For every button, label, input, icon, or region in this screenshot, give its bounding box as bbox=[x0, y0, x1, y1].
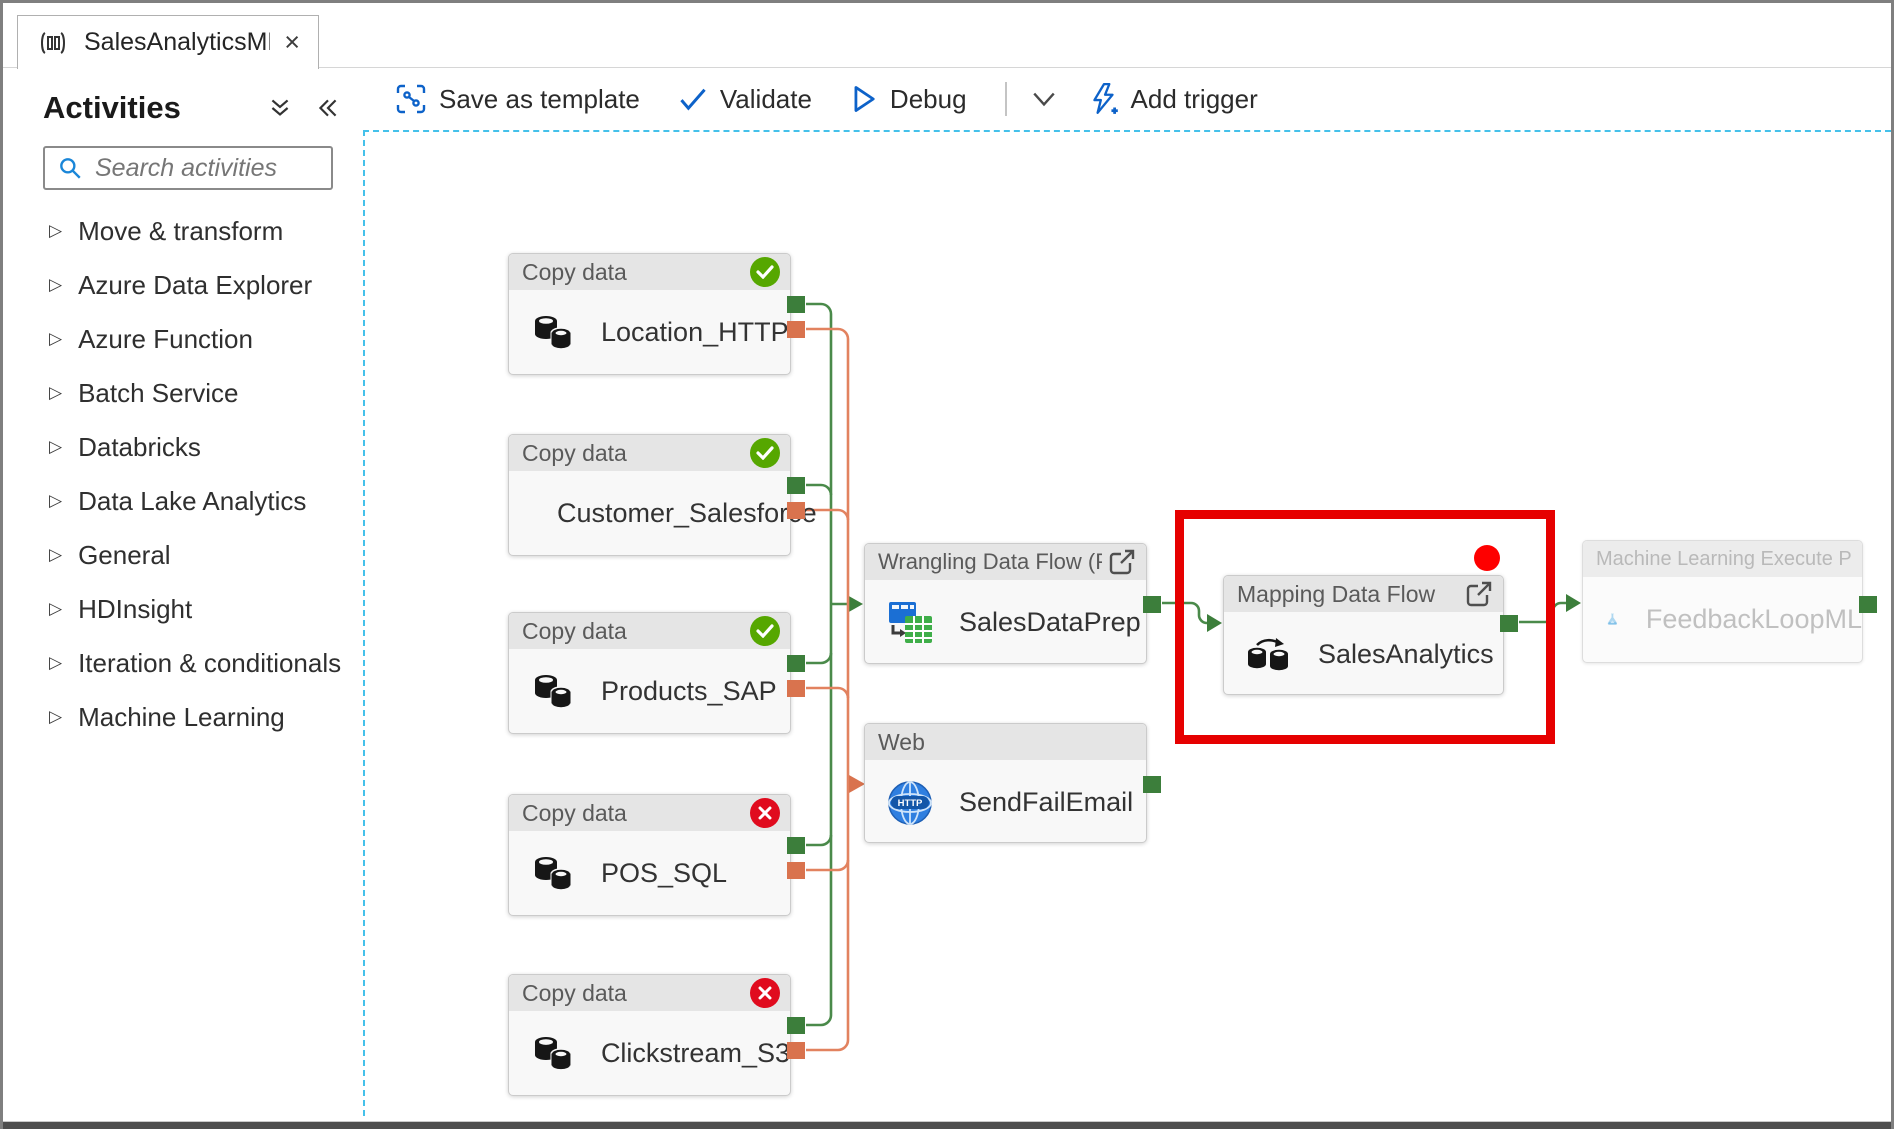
sidebar-item-azure-function[interactable]: ▷ Azure Function bbox=[49, 323, 253, 354]
collapse-all-icon[interactable] bbox=[267, 95, 293, 121]
svg-text:HTTP: HTTP bbox=[898, 798, 923, 809]
validate-check-icon bbox=[680, 88, 706, 111]
failed-status-icon bbox=[750, 798, 780, 828]
sidebar-item-hdinsight[interactable]: ▷ HDInsight bbox=[49, 593, 193, 624]
pipeline-toolbar: Save as template Validate Debug bbox=[363, 68, 1891, 130]
expander-caret-icon: ▷ bbox=[49, 383, 63, 402]
activity-node-copy-products-sap[interactable]: Copy data Products_SAP bbox=[508, 612, 805, 734]
success-output-port[interactable] bbox=[1143, 776, 1161, 793]
sidebar-item-move-transform[interactable]: ▷ Move & transform bbox=[49, 215, 284, 246]
expander-caret-icon: ▷ bbox=[49, 545, 63, 564]
pipeline-tab[interactable]: SalesAnalyticsMLPip... × bbox=[17, 15, 319, 69]
expander-caret-icon: ▷ bbox=[49, 221, 63, 240]
toolbar-divider bbox=[1004, 82, 1007, 116]
copy-data-icon bbox=[535, 674, 572, 709]
success-status-icon bbox=[750, 257, 780, 287]
debug-play-icon bbox=[854, 86, 875, 112]
success-output-port[interactable] bbox=[1859, 596, 1877, 613]
template-icon bbox=[396, 84, 426, 114]
sidebar-item-iteration-conditionals[interactable]: ▷ Iteration & conditionals bbox=[49, 647, 342, 678]
expander-caret-icon: ▷ bbox=[49, 491, 63, 510]
chevron-down-icon bbox=[1032, 92, 1055, 107]
sidebar-item-data-lake-analytics[interactable]: ▷ Data Lake Analytics bbox=[49, 485, 307, 516]
activity-node-copy-clickstream-s3[interactable]: Copy data Clickstream_S3 bbox=[508, 974, 805, 1096]
activity-node-copy-customer-salesforce[interactable]: Copy data Customer_Salesforce bbox=[508, 434, 817, 556]
failure-output-port[interactable] bbox=[787, 502, 805, 519]
activities-sidebar: Activities bbox=[3, 68, 421, 1116]
sidebar-item-azure-data-explorer[interactable]: ▷ Azure Data Explorer bbox=[49, 269, 313, 300]
activity-node-mapping-salesanalytics[interactable]: Mapping Data Flow bbox=[1223, 575, 1518, 695]
expander-caret-icon: ▷ bbox=[49, 707, 63, 726]
copy-data-icon bbox=[534, 1036, 572, 1071]
search-activities-box[interactable] bbox=[43, 146, 421, 190]
tab-title: SalesAnalyticsMLPip... bbox=[84, 28, 270, 56]
success-output-port[interactable] bbox=[787, 296, 805, 313]
activity-node-copy-location-http[interactable]: Copy data Location_HTTP bbox=[508, 253, 805, 375]
expander-caret-icon: ▷ bbox=[49, 653, 63, 672]
activity-node-wrangling-salesdataprep[interactable]: Wrangling Data Flow (Preview bbox=[864, 543, 1161, 664]
success-output-port[interactable] bbox=[787, 655, 805, 672]
success-output-port[interactable] bbox=[1500, 615, 1518, 632]
copy-data-icon bbox=[535, 856, 572, 891]
pipeline-canvas[interactable]: Copy data Location_HTTP bbox=[363, 130, 1891, 1116]
collapse-panel-icon[interactable] bbox=[315, 95, 341, 121]
red-highlight-rectangle bbox=[1175, 510, 1555, 744]
failure-output-port[interactable] bbox=[787, 1042, 805, 1059]
copy-data-icon bbox=[535, 315, 572, 350]
activity-node-copy-pos-sql[interactable]: Copy data POS_SQL bbox=[508, 794, 805, 916]
tab-close-icon[interactable]: × bbox=[284, 27, 300, 57]
success-status-icon bbox=[750, 616, 780, 646]
success-output-port[interactable] bbox=[1143, 596, 1161, 613]
success-output-port[interactable] bbox=[787, 477, 805, 494]
sidebar-title: Activities bbox=[43, 90, 181, 125]
open-in-new-icon[interactable] bbox=[1108, 548, 1136, 576]
sidebar-item-databricks[interactable]: ▷ Databricks bbox=[49, 431, 201, 462]
web-http-globe-icon: HTTP bbox=[888, 780, 932, 825]
save-as-template-button[interactable]: Save as template bbox=[395, 83, 640, 115]
search-icon bbox=[57, 155, 83, 181]
pipeline-icon bbox=[36, 30, 70, 56]
window-bottom-edge bbox=[3, 1121, 1891, 1129]
success-output-port[interactable] bbox=[787, 1017, 805, 1034]
add-trigger-button[interactable]: Add trigger bbox=[1089, 82, 1258, 116]
activity-node-web-sendfailemail[interactable]: Web HTTP SendFailEmail bbox=[864, 723, 1161, 843]
wrangling-data-flow-icon bbox=[889, 601, 932, 643]
failed-status-icon bbox=[750, 978, 780, 1008]
expander-caret-icon: ▷ bbox=[49, 599, 63, 618]
success-output-port[interactable] bbox=[787, 837, 805, 854]
tab-bar: SalesAnalyticsMLPip... × bbox=[3, 3, 1891, 69]
ml-flask-icon bbox=[1607, 613, 1618, 625]
validate-button[interactable]: Validate bbox=[678, 84, 812, 115]
red-marker-dot bbox=[1474, 545, 1500, 571]
failure-output-port[interactable] bbox=[787, 321, 805, 338]
failure-output-port[interactable] bbox=[787, 680, 805, 697]
success-status-icon bbox=[750, 438, 780, 468]
expander-caret-icon: ▷ bbox=[49, 329, 63, 348]
open-in-new-icon[interactable] bbox=[1465, 580, 1493, 608]
activity-node-ml-execute-feedbackloopml[interactable]: Machine Learning Execute Pipeline Feedba… bbox=[1582, 540, 1877, 663]
sidebar-item-machine-learning[interactable]: ▷ Machine Learning bbox=[49, 701, 285, 732]
expander-caret-icon: ▷ bbox=[49, 275, 63, 294]
debug-button[interactable]: Debug bbox=[850, 84, 967, 115]
sidebar-item-general[interactable]: ▷ General bbox=[49, 539, 171, 570]
debug-options-dropdown[interactable] bbox=[1031, 90, 1057, 108]
lightning-plus-icon bbox=[1092, 82, 1118, 114]
mapping-data-flow-icon bbox=[1248, 637, 1288, 670]
activity-category-list: ▷ Move & transform ▷ Azure Data Explorer… bbox=[3, 204, 363, 744]
sidebar-item-batch-service[interactable]: ▷ Batch Service bbox=[49, 377, 239, 408]
failure-output-port[interactable] bbox=[787, 862, 805, 879]
expander-caret-icon: ▷ bbox=[49, 437, 63, 456]
